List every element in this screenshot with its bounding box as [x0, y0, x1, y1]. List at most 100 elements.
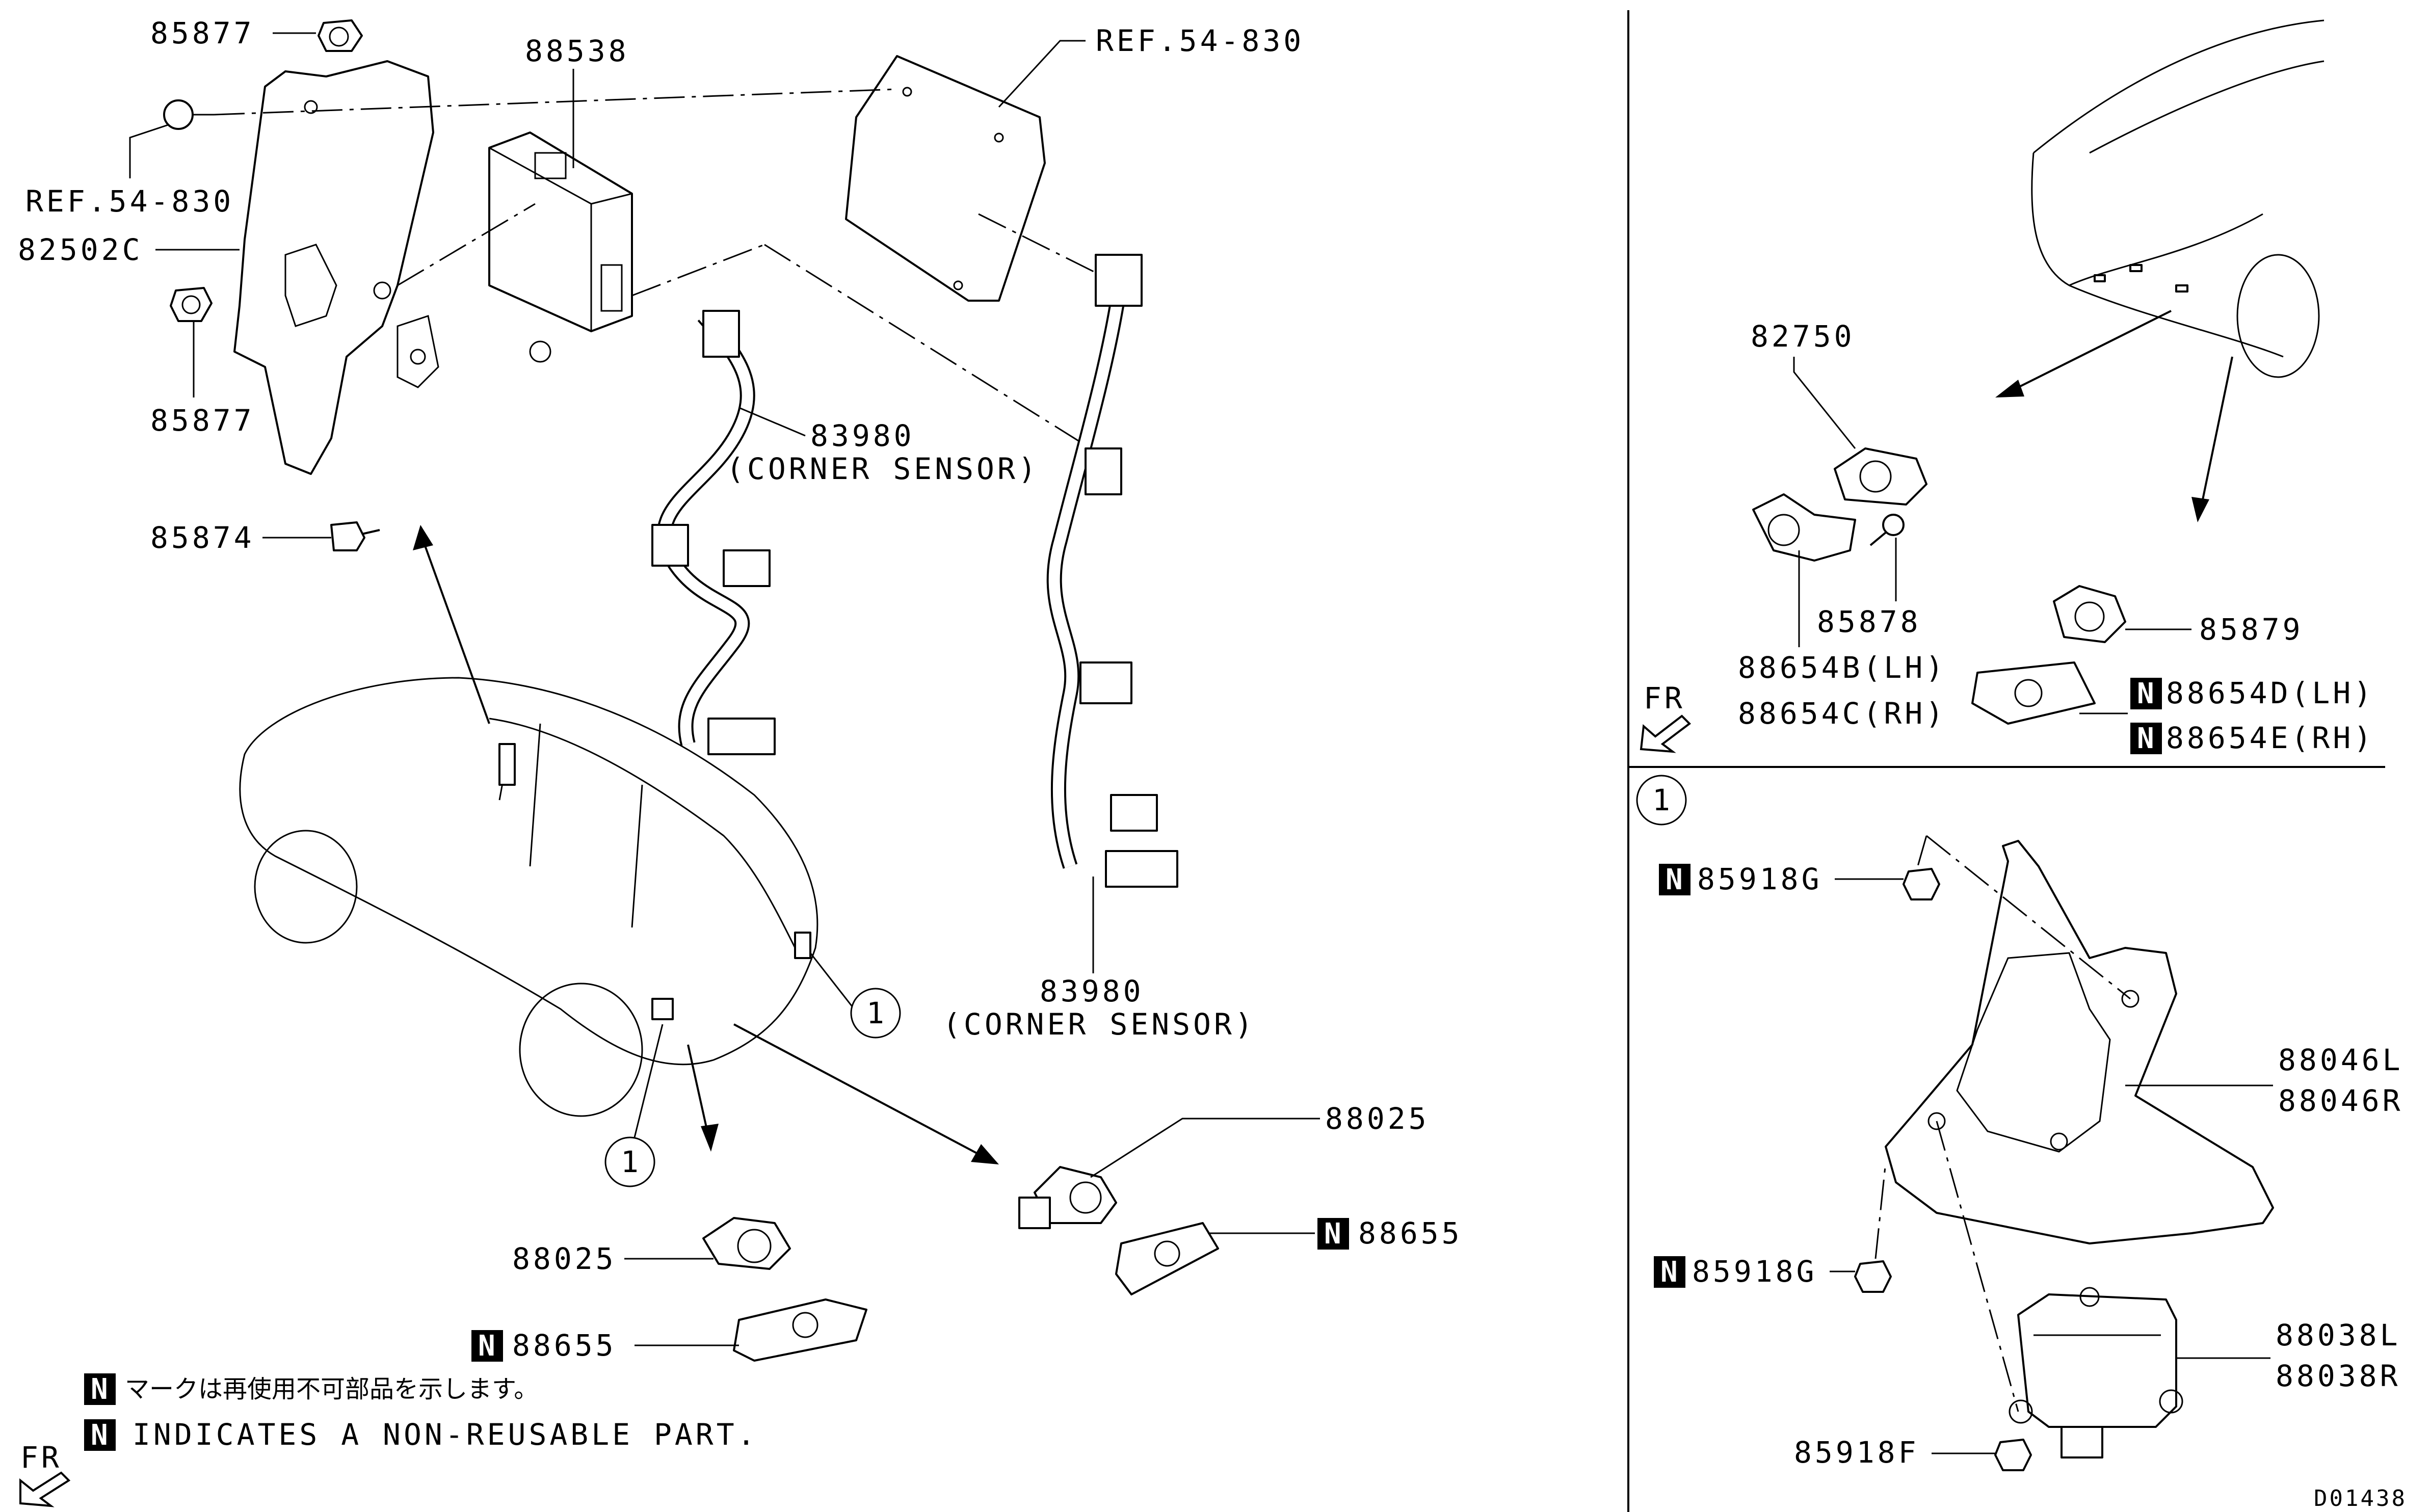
- n-mark-88654d-text: N: [2137, 677, 2154, 710]
- fr-label-bottom-left: FR: [20, 1440, 62, 1475]
- leader-ref-left: [129, 124, 169, 178]
- screw-85878: [1869, 514, 1905, 546]
- n-mark-88654e: [2130, 723, 2162, 754]
- n-mark-note-en-text: N: [91, 1419, 108, 1452]
- callout-1-detail: [1636, 775, 1687, 826]
- label-corner-a: (CORNER SENSOR): [726, 452, 1039, 486]
- leader-88025-right: [1090, 1118, 1320, 1178]
- ecu-88538: [488, 131, 633, 363]
- label-ref-top: REF.54-830: [1096, 23, 1304, 58]
- dash-ecu-harness: [631, 244, 765, 297]
- dash-harness-b: [764, 244, 1091, 449]
- bezel-88655-right: [1115, 1222, 1219, 1295]
- sensor-88025-left: [702, 1217, 791, 1270]
- sensor-85879: [2053, 585, 2126, 643]
- fr-arrow-right-panel: [1640, 714, 1692, 753]
- sensor-82750: [1834, 447, 1927, 506]
- label-85918g-top: 85918G: [1697, 862, 1822, 896]
- bracket-82502c: [233, 60, 439, 475]
- arrow-car-82750: [2018, 310, 2172, 388]
- label-83980-b: 83980: [1040, 974, 1144, 1009]
- n-mark-88655-left-text: N: [478, 1330, 495, 1363]
- nut-85918g-top: [1903, 868, 1940, 900]
- dash-bracket-ecu: [397, 203, 536, 286]
- label-88654e: 88654E(RH): [2166, 721, 2374, 755]
- n-mark-88654e-text: N: [2137, 722, 2154, 755]
- nut-85877-mid: [170, 287, 213, 322]
- bezel-88654d: [1971, 661, 2096, 725]
- sensor-88025-right: [1018, 1166, 1117, 1229]
- n-mark-85918g-top-text: N: [1666, 863, 1683, 896]
- harness-83980-a: [651, 310, 776, 755]
- label-85874: 85874: [150, 520, 255, 555]
- label-88538: 88538: [525, 34, 629, 68]
- arrow-head-bracket: [413, 525, 433, 550]
- bracket-88654b: [1752, 493, 1856, 562]
- bolt-85874: [330, 521, 380, 551]
- label-85879: 85879: [2199, 612, 2304, 647]
- callout-1-front-text: 1: [866, 996, 887, 1030]
- dash-nut-bracket-top: [1926, 835, 2131, 1000]
- label-corner-b: (CORNER SENSOR): [943, 1007, 1256, 1042]
- n-mark-note-en: [84, 1419, 116, 1451]
- n-mark-85918g-top: [1659, 864, 1691, 895]
- drawing-id: D01438: [2314, 1486, 2407, 1511]
- arrow-head-85879: [2191, 497, 2209, 522]
- label-88046l: 88046L: [2278, 1043, 2403, 1077]
- callout-1-detail-text: 1: [1652, 783, 1673, 817]
- arrow-head-82750: [1995, 380, 2024, 397]
- leader-c1-rear: [633, 1024, 664, 1138]
- arrow-car-bracket: [422, 540, 490, 724]
- car-outline-left: [239, 677, 818, 1117]
- leader-82750: [1793, 357, 1856, 449]
- n-mark-85918g-bot-text: N: [1660, 1256, 1678, 1289]
- note-en: INDICATES A NON-REUSABLE PART.: [133, 1417, 758, 1452]
- label-88654d: 88654D(LH): [2166, 676, 2374, 710]
- leader-83980-a: [738, 407, 806, 437]
- arrow-car-88025-front: [687, 1044, 709, 1137]
- callout-1-rear-text: 1: [621, 1145, 642, 1179]
- label-85918f: 85918F: [1794, 1435, 1919, 1470]
- fr-arrow-bottom-left: [19, 1471, 71, 1507]
- dash-module-harness-b: [978, 213, 1122, 286]
- car-outline-right: [2031, 19, 2325, 378]
- dash-nut-bracket-b: [1915, 835, 1927, 872]
- label-85878: 85878: [1817, 604, 1921, 639]
- dash-pin-module: [214, 88, 897, 116]
- label-88038l: 88038L: [2276, 1318, 2401, 1352]
- n-mark-note-jp: [84, 1373, 116, 1405]
- label-83980-a: 83980: [810, 418, 915, 453]
- n-mark-88655-left: [471, 1330, 503, 1362]
- leader-c1-front: [809, 952, 853, 1007]
- ref-module-54-830: [845, 55, 1046, 302]
- arrow-head-88025-side: [971, 1144, 999, 1164]
- n-mark-88655-right-text: N: [1324, 1217, 1341, 1251]
- n-mark-88654d: [2130, 678, 2162, 709]
- arrow-car-85879: [2201, 356, 2233, 505]
- bracket-88046: [1885, 840, 2274, 1244]
- label-88025-left: 88025: [512, 1241, 617, 1276]
- radar-88038: [2009, 1287, 2183, 1458]
- arrow-head-88025-front: [701, 1124, 719, 1152]
- label-88654c: 88654C(RH): [1738, 696, 1946, 731]
- n-mark-85918g-bot: [1654, 1256, 1685, 1288]
- n-mark-note-jp-text: N: [91, 1373, 108, 1406]
- label-88025-right: 88025: [1325, 1101, 1430, 1136]
- callout-1-rear: [604, 1136, 655, 1187]
- label-ref-left: REF.54-830: [25, 184, 234, 219]
- callout-1-front: [850, 988, 901, 1039]
- dash-nut-bracket-bot: [1874, 1161, 1887, 1259]
- arrow-car-88025-side: [733, 1023, 984, 1158]
- pin-ref-left: [163, 99, 214, 130]
- label-82750: 82750: [1751, 319, 1855, 354]
- label-85918g-bot: 85918G: [1692, 1254, 1817, 1289]
- label-88038r: 88038R: [2276, 1359, 2401, 1393]
- leader-ref-top: [998, 40, 1086, 108]
- label-88655-left: 88655: [512, 1328, 617, 1363]
- label-88046r: 88046R: [2278, 1083, 2403, 1118]
- note-jp: マークは再使用不可部品を示します。: [125, 1375, 538, 1403]
- label-88654b: 88654B(LH): [1738, 650, 1946, 685]
- nut-85918f: [1994, 1439, 2032, 1471]
- nut-85918g-bot: [1854, 1260, 1892, 1293]
